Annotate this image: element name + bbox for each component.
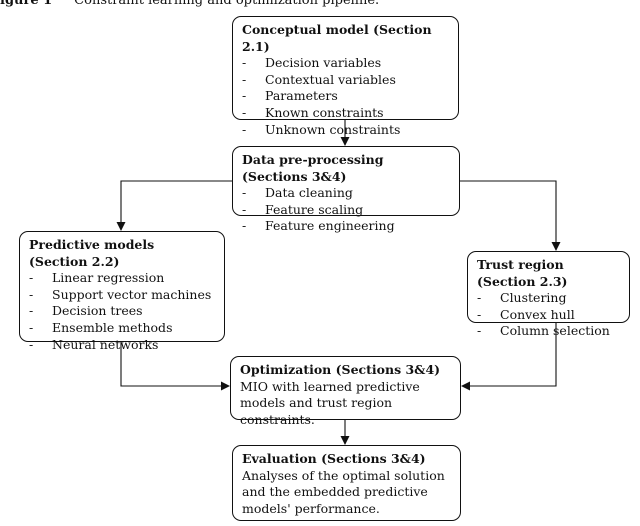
arrow-preprocessing-to-trust [460,180,561,251]
conceptual-model-list: -Decision variables -Contextual variable… [242,55,450,138]
predictive-models-box: Predictive models (Section 2.2) -Linear … [19,231,225,352]
evaluation-title: Evaluation (Sections 3&4) [242,451,426,466]
conceptual-model-title: Conceptual model (Section 2.1) [242,22,432,54]
list-item: -Data cleaning [242,185,353,201]
list-item: -Unknown constraints [242,121,401,137]
list-item: -Clustering [477,290,567,306]
evaluation-description: Analyses of the optimal solution and the… [242,467,445,516]
list-item: -Linear regression [29,270,165,286]
figure-label: igure 1 [0,0,53,8]
data-preprocessing-list: -Data cleaning -Feature scaling -Feature… [242,185,451,235]
list-item: -Column selection [477,323,610,339]
trust-region-box: Trust region (Section 2.3) -Clustering -… [467,251,630,338]
figure-caption-text: Constraint learning and optimization pip… [74,0,380,8]
arrow-trust-to-optimization [461,323,557,391]
list-item: -Convex hull [477,306,575,322]
list-item: -Neural networks [29,336,159,352]
list-item: -Ensemble methods [29,319,173,335]
data-preprocessing-box: Data pre-processing (Sections 3&4) -Data… [232,146,460,233]
predictive-models-list: -Linear regression -Support vector machi… [29,270,216,353]
predictive-models-title: Predictive models (Section 2.2) [29,237,155,269]
list-item: -Feature engineering [242,218,395,234]
trust-region-list: -Clustering -Convex hull -Column selecti… [477,290,621,340]
list-item: -Decision variables [242,55,382,71]
conceptual-model-box: Conceptual model (Section 2.1) -Decision… [232,16,459,137]
optimization-title: Optimization (Sections 3&4) [240,362,441,377]
list-item: -Contextual variables [242,71,396,87]
list-item: -Decision trees [29,303,143,319]
data-preprocessing-title: Data pre-processing (Sections 3&4) [242,152,384,184]
list-item: -Known constraints [242,104,384,120]
arrow-preprocessing-to-predictive [116,180,232,231]
trust-region-title: Trust region (Section 2.3) [477,257,568,289]
evaluation-box: Evaluation (Sections 3&4) Analyses of th… [232,445,461,521]
optimization-box: Optimization (Sections 3&4) MIO with lea… [230,356,461,427]
list-item: -Support vector machines [29,286,212,302]
arrow-predictive-to-optimization [120,342,230,391]
optimization-description: MIO with learned predictive models and t… [240,378,420,427]
list-item: -Feature scaling [242,201,364,217]
figure-caption: igure 1 Constraint learning and optimizat… [0,0,379,8]
list-item: -Parameters [242,88,338,104]
